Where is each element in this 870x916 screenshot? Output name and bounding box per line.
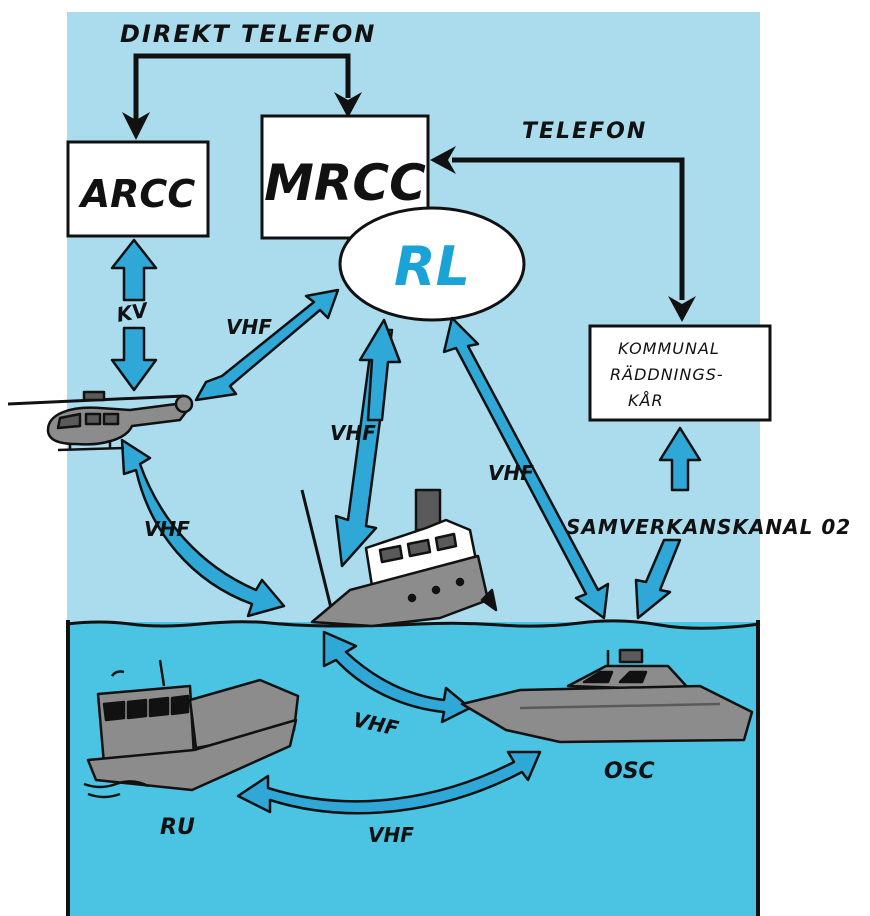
vhf-heli-rl-label: VHF: [226, 315, 272, 339]
arrow-to-kommunal: [668, 296, 696, 322]
vhf-rl-ship-label: VHF: [330, 421, 376, 445]
kommunal-line2: RÄDDNINGS-: [610, 365, 724, 384]
vhf-heli-ship-label: VHF: [144, 517, 190, 541]
vhf-ru-osc-label: VHF: [368, 823, 414, 847]
vhf-rl-osc-arrow: [442, 316, 610, 620]
arcc-label: ARCC: [78, 172, 196, 216]
arcc-box: [66, 140, 210, 238]
vhf-ru-osc-arrow: [236, 750, 542, 815]
arrow-to-mrcc: [334, 92, 362, 118]
direkt-telefon-label: DIREKT TELEFON: [120, 20, 376, 48]
rl-ellipse: [338, 206, 526, 322]
vhf-heli-ship-arrow: [120, 438, 286, 618]
sinking-ship-icon: [300, 488, 498, 628]
kv-arrow-down: [110, 326, 158, 392]
samverkan-arrow-down: [634, 538, 682, 620]
vhf-rl-osc-label: VHF: [488, 461, 534, 485]
telefon-line: [452, 157, 685, 300]
direkt-telefon-line: [133, 53, 351, 128]
kommunal-line3: KÅR: [628, 391, 664, 410]
water-surface-line: [66, 619, 761, 630]
kommunal-line1: KOMMUNAL: [618, 339, 720, 358]
osc-vessel-icon: [460, 648, 754, 744]
kv-label: KV: [115, 298, 151, 327]
kommunal-box: [588, 324, 772, 422]
rescue-unit-boat-icon: [83, 659, 300, 799]
rl-label: RL: [394, 235, 470, 298]
samverkanskanal-label: SAMVERKANSKANAL 02: [566, 515, 851, 539]
mrcc-box: [260, 114, 430, 240]
blue-arrows: [110, 238, 702, 815]
vhf-rl-ship-arrow-head-up: [358, 318, 402, 422]
osc-label: OSC: [604, 759, 655, 784]
ru-label: RU: [160, 815, 195, 840]
samverkan-arrow-up: [658, 426, 702, 492]
mrcc-label: MRCC: [264, 154, 426, 212]
helicopter-icon: [7, 390, 194, 452]
vhf-ship-osc-arrow: [322, 630, 472, 724]
vhf-heli-rl-arrow: [194, 288, 340, 402]
kv-arrow-up: [110, 238, 158, 302]
arrow-to-arcc: [122, 112, 150, 140]
telefon-label: TELEFON: [522, 119, 647, 144]
arrow-to-mrcc-telefon: [430, 146, 456, 174]
